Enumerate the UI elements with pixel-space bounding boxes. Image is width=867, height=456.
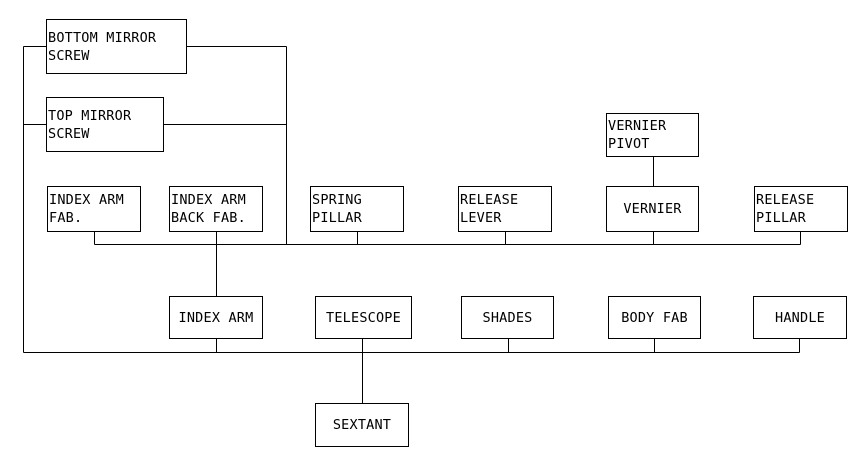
node-release-pillar-line-2: PILLAR	[756, 210, 806, 226]
node-index-arm-back-fab-line-2: BACK FAB.	[171, 210, 246, 226]
node-top-mirror-screw-line-1: TOP MIRROR	[48, 107, 132, 124]
node-body-fab: BODY FAB	[608, 296, 701, 339]
node-index-arm-back-fab-line-1: INDEX ARM	[171, 192, 246, 208]
node-release-lever-line-1: RELEASE	[460, 192, 519, 208]
node-sextant-line-1: SEXTANT	[332, 417, 392, 433]
node-release-pillar-line-1: RELEASE	[756, 192, 815, 208]
node-spring-pillar: SPRING PILLAR	[310, 186, 404, 232]
node-index-arm: INDEX ARM	[169, 296, 263, 339]
node-release-pillar: RELEASE PILLAR	[754, 186, 848, 232]
node-bottom-mirror-screw-line-1: BOTTOM MIRROR	[48, 29, 157, 46]
node-vernier-pivot-line-1: VERNIER	[608, 118, 667, 134]
node-handle-line-1: HANDLE	[775, 309, 825, 326]
node-index-arm-back-fab: INDEX ARM BACK FAB.	[169, 186, 263, 232]
node-handle: HANDLE	[753, 296, 847, 339]
node-telescope: TELESCOPE	[315, 296, 412, 339]
node-index-arm-fab-line-2: FAB.	[49, 210, 83, 226]
node-vernier-pivot-line-2: PIVOT	[608, 136, 650, 152]
node-release-lever-line-2: LEVER	[460, 210, 502, 226]
node-body-fab-line-1: BODY FAB	[621, 309, 688, 326]
node-release-lever: RELEASE LEVER	[458, 186, 552, 232]
node-index-arm-line-1: INDEX ARM	[178, 309, 254, 326]
node-top-mirror-screw: TOP MIRROR SCREW	[46, 97, 164, 152]
node-index-arm-fab-line-1: INDEX ARM	[49, 192, 124, 208]
node-vernier-pivot: VERNIER PIVOT	[606, 113, 699, 157]
node-bottom-mirror-screw: BOTTOM MIRROR SCREW	[46, 19, 187, 74]
node-sextant: SEXTANT	[315, 403, 409, 447]
node-vernier: VERNIER	[606, 186, 699, 232]
node-bottom-mirror-screw-line-2: SCREW	[48, 47, 90, 64]
node-index-arm-fab: INDEX ARM FAB.	[47, 186, 141, 232]
node-shades-line-1: SHADES	[482, 309, 533, 326]
node-shades: SHADES	[461, 296, 554, 339]
node-spring-pillar-line-2: PILLAR	[312, 210, 362, 226]
node-top-mirror-screw-line-2: SCREW	[48, 125, 90, 142]
node-vernier-line-1: VERNIER	[623, 201, 682, 217]
node-telescope-line-1: TELESCOPE	[326, 309, 401, 326]
node-spring-pillar-line-1: SPRING	[312, 192, 362, 208]
